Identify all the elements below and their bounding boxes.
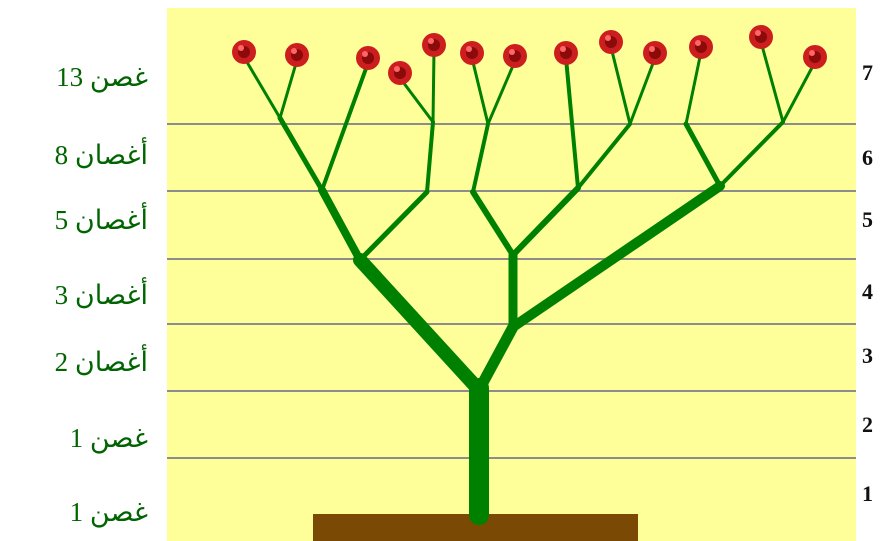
level-4-count-label: 3 أغصان [0, 280, 148, 310]
level-4-number: 4 [862, 280, 882, 304]
level-6-number: 6 [862, 146, 882, 170]
level-1-count-label: 1 غصن [0, 497, 148, 527]
level-5-number: 5 [862, 208, 882, 232]
level-3-number: 3 [862, 344, 882, 368]
level-1-number: 1 [862, 482, 882, 506]
branch [433, 50, 434, 122]
rose [285, 43, 309, 67]
level-7-number: 7 [862, 61, 882, 85]
rose [599, 30, 623, 54]
rose [554, 41, 578, 65]
rose [388, 61, 412, 85]
level-6-count-label: 8 أغصان [0, 140, 148, 170]
rose [749, 25, 773, 49]
level-2-count-label: 1 غصن [0, 423, 148, 453]
level-5-count-label: 5 أغصان [0, 205, 148, 235]
level-2-number: 2 [862, 413, 882, 437]
rose [689, 35, 713, 59]
rose [803, 45, 827, 69]
rose [643, 41, 667, 65]
rose [232, 40, 256, 64]
level-3-count-label: 2 أغصان [0, 347, 148, 377]
rose [503, 44, 527, 68]
rose [422, 33, 446, 57]
rose [460, 41, 484, 65]
level-7-count-label: 13 غصن [0, 62, 148, 92]
rose [356, 46, 380, 70]
